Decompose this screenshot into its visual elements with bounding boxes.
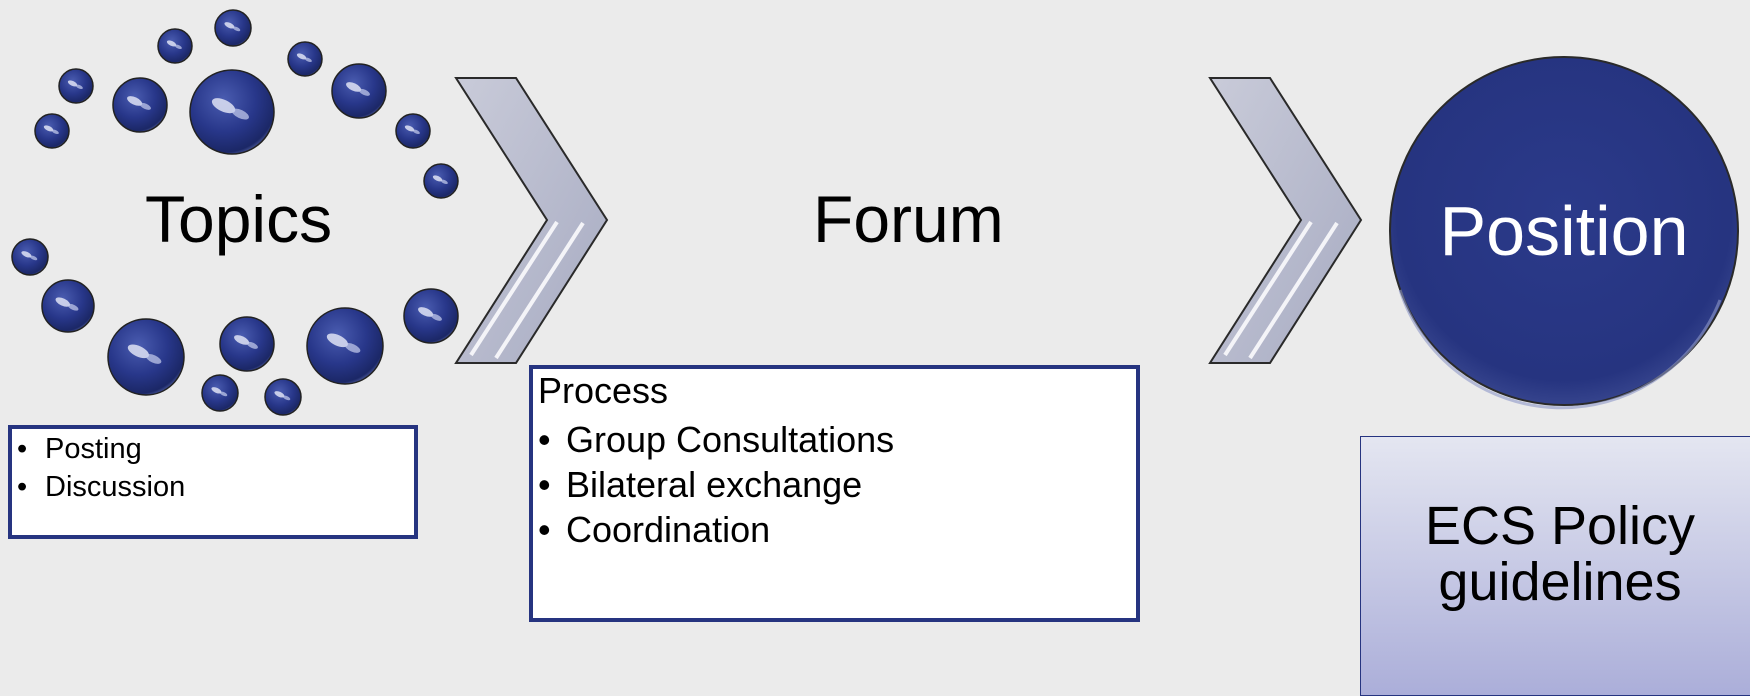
bubble xyxy=(219,316,275,372)
forum-title: Forum xyxy=(813,182,1004,256)
bubble xyxy=(331,63,387,119)
bubble xyxy=(107,318,185,396)
process-box: Process Group Consultations Bilateral ex… xyxy=(529,365,1140,622)
bubble xyxy=(34,113,70,149)
bubble xyxy=(423,163,459,199)
bubble xyxy=(201,374,239,412)
bubble xyxy=(214,9,252,47)
chevron-arrow-1 xyxy=(454,77,609,364)
bubble xyxy=(264,378,302,416)
process-title: Process xyxy=(538,370,669,411)
bubble xyxy=(41,279,95,333)
bubble-cluster xyxy=(11,9,459,416)
topics-list: Posting Discussion xyxy=(17,430,414,506)
topics-box: Posting Discussion xyxy=(8,425,418,539)
policy-guidelines-box: ECS Policy guidelines xyxy=(1360,436,1750,696)
bubble xyxy=(306,307,384,385)
bubble xyxy=(58,68,94,104)
list-item: Coordination xyxy=(538,507,1136,552)
topics-title: Topics xyxy=(145,182,333,256)
list-item: Posting xyxy=(17,430,414,468)
list-item: Bilateral exchange xyxy=(538,462,1136,507)
bubble xyxy=(189,69,275,155)
process-list: Group Consultations Bilateral exchange C… xyxy=(538,417,1136,552)
bubble xyxy=(403,288,459,344)
bubble xyxy=(395,113,431,149)
position-circle xyxy=(1389,56,1739,410)
bubble xyxy=(112,77,168,133)
chevron-arrow-2 xyxy=(1208,77,1363,364)
bubble xyxy=(11,238,49,276)
list-item: Discussion xyxy=(17,468,414,506)
policy-guidelines-text: ECS Policy guidelines xyxy=(1424,496,1696,612)
bubble xyxy=(157,28,193,64)
bubble xyxy=(287,41,323,77)
position-title: Position xyxy=(1439,192,1689,270)
list-item: Group Consultations xyxy=(538,417,1136,462)
